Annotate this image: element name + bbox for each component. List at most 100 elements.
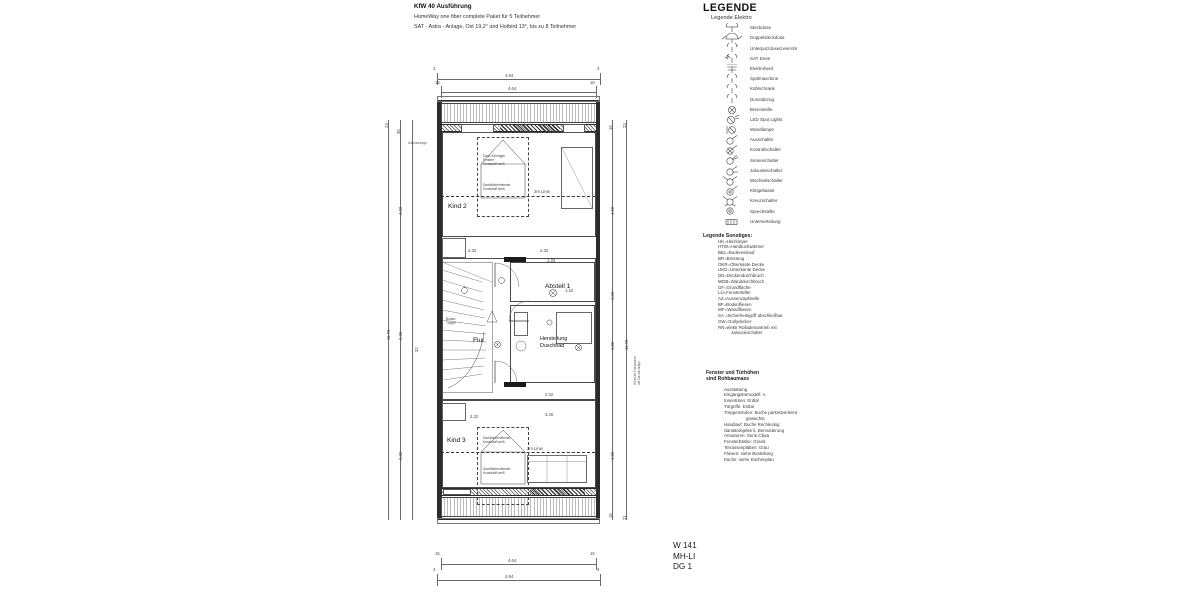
- dim-inner-4: 1.22: [565, 288, 574, 293]
- fridge-icon: [717, 84, 747, 94]
- annotation-left-side: Dachschräge: [408, 141, 427, 145]
- legend-item-label: Wandlampe: [750, 127, 774, 133]
- legend-subtitle: Legende Elektro: [711, 15, 752, 21]
- legend-item-label: Kühlschrank: [750, 86, 775, 92]
- two-meter-line-kind3: [441, 452, 595, 453]
- wall-left: [437, 100, 442, 520]
- legend-misc-item: SA =Sicherheitsgriff abschließbar: [718, 313, 783, 319]
- light-point-icon: [575, 344, 582, 351]
- dim-right-outer-line: [626, 120, 627, 520]
- notes-title-line-2: sind Rohbaumass: [706, 376, 750, 383]
- dim-inner-5: 2.32: [545, 392, 554, 397]
- wall-lamp-icon: [717, 125, 747, 135]
- dim-bottom-wall-right: 15: [590, 551, 595, 556]
- legend-row: Wandlampe: [703, 125, 903, 135]
- dim-right-small-4: 21: [622, 515, 627, 520]
- window-opening: [563, 124, 585, 133]
- roof-hatch-bottom: [441, 488, 596, 496]
- notes-item: Armaturen: Serie Cliwa: [724, 433, 770, 439]
- dim-left-seg-2: 3.25: [398, 331, 403, 340]
- socket-icon: [546, 319, 553, 326]
- dim-bottom-edge-left: 3: [433, 567, 436, 572]
- legend-misc-item: HTW=Handtuchwärmer: [718, 244, 764, 250]
- distribution-box-icon: [717, 217, 747, 227]
- dim-left-small-1: 23: [384, 123, 389, 128]
- room-label-kind-3: Kind 3: [447, 437, 466, 444]
- legend-misc-item: UKD=Unterkante Decke: [718, 267, 765, 273]
- notes-item: Fliesen: siehe Bestellung: [724, 450, 773, 456]
- legend-row: Steckdose: [703, 23, 903, 33]
- dim-left-outer-line: [388, 120, 389, 520]
- legend-misc-item: LÜ=Fensterlüfter: [718, 290, 751, 296]
- socket-icon: [717, 23, 747, 33]
- room-label-abstell: Abstell 1: [545, 283, 571, 290]
- legend-item-label: Brennstelle: [750, 106, 773, 112]
- notes-item: Sanitärobjekte lt. Bemusterung: [724, 427, 785, 433]
- two-meter-line-kind2: [441, 196, 595, 197]
- legend-misc-item: BR=Brüstung: [718, 255, 745, 261]
- dim-top-inner-value: 4.64: [508, 86, 517, 91]
- two-way-switch-icon: [717, 176, 747, 186]
- annotation-right-side: Höhe ab Fussboden mit Dachschräge: [633, 356, 641, 385]
- dim-right-total: 11.75: [624, 339, 629, 350]
- eaves-line-bottom: [437, 518, 600, 524]
- room-abstell: [510, 262, 595, 302]
- legend-misc-item: WF=Wandfliesen: [718, 307, 752, 313]
- dim-inner-6: 2.32: [470, 414, 479, 419]
- header-line-2: HomeWay one fiber complete Paket für 5 T…: [414, 13, 541, 20]
- legend-row: Wechselschalter: [703, 176, 903, 186]
- legend-misc-title: Legende Sonstiges:: [703, 232, 753, 239]
- furniture-closet-kind3: [441, 403, 466, 421]
- light-point-icon: [494, 341, 501, 348]
- legend-item-label: Kreuzschalter: [750, 198, 778, 204]
- legend-misc-item: GW=Gullydecker: [718, 318, 752, 324]
- dim-right-seg-4: 4.20: [610, 451, 615, 460]
- dim-right-seg-2: 1.00: [610, 291, 615, 300]
- control-switch-icon: [717, 145, 747, 155]
- roof-band-bottom: [441, 497, 596, 517]
- sheet-identifier: W 141 MH-LI DG 1: [673, 541, 697, 573]
- legend-item-label: LED Spot Lights: [750, 116, 783, 122]
- legend-misc-item: DD=Deckendurchbruch: [718, 273, 764, 279]
- legend-row: Sprechstelle: [703, 206, 903, 216]
- door-swing: [508, 300, 530, 322]
- window-opening-kind3: [443, 489, 471, 495]
- legend-row: Jalousieschalter: [703, 165, 903, 176]
- notes-item: Küche: siehe Küchenplan: [724, 456, 774, 462]
- sheet-id-line-2: MH-LI: [673, 551, 696, 561]
- electric-stove-icon: [717, 63, 747, 74]
- dim-wall-thickness-right: 15: [590, 80, 595, 85]
- sheet-id-line-1: W 141: [673, 541, 697, 550]
- dormer-zone-dashed-kind3: [477, 427, 529, 505]
- legend-item-label: Serienschalter: [750, 157, 779, 163]
- dim-inner-3: 1.33: [547, 258, 556, 263]
- notes-section-title: Ausstattung: [724, 386, 748, 392]
- legend-misc-item: WDB=Wanddurchbruch: [718, 278, 765, 284]
- notes-item: Innentüren: Enttal: [724, 398, 759, 404]
- wall-right: [595, 100, 600, 520]
- dim-left-seg-1: 4.22: [398, 206, 403, 215]
- dim-wall-thickness-left: 15: [435, 80, 440, 85]
- opening-marker: [504, 257, 526, 262]
- dormer-zone-dashed: [477, 137, 529, 217]
- blind-switch-icon: [717, 165, 747, 176]
- dim-top-outer-line: [437, 79, 600, 80]
- dim-left-small-3: 32: [414, 347, 419, 352]
- legend-misc-item: RN=elektr Rolladenantrieb mit: [718, 324, 777, 330]
- legend-misc-continued: Jalousieschalter: [731, 330, 763, 336]
- legend-item-label: Spülmaschine: [750, 76, 779, 82]
- legend-item-label: Unterputzdose/Leerrohr: [750, 45, 798, 51]
- switch-icon: [498, 277, 505, 284]
- dim-bottom-edge-right: 3: [597, 567, 600, 572]
- dishwasher-icon: [717, 73, 747, 84]
- legend-row: Spülmaschine: [703, 73, 903, 84]
- light-point-icon: [549, 289, 557, 297]
- notes-item: Eingangstürmodell: A: [724, 392, 766, 398]
- light-fixture-symbol: [486, 310, 498, 323]
- dim-tick: [441, 86, 442, 98]
- legend-item-label: Klingeltaster: [750, 188, 775, 194]
